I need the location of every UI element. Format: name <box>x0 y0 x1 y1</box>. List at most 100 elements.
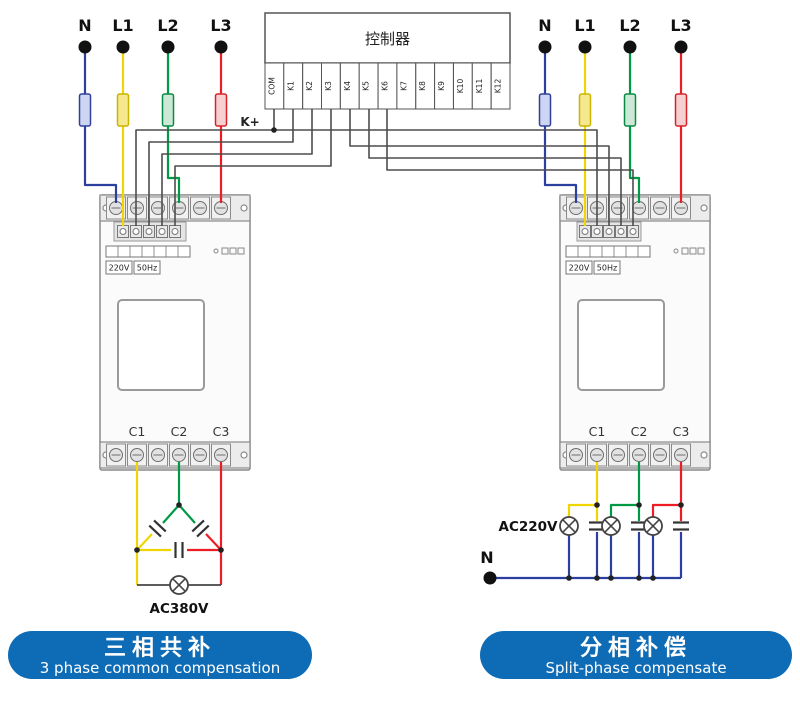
wire-delta-right-upper <box>178 504 196 524</box>
left-supply-label-l3: L3 <box>210 16 231 35</box>
banner-left-pill <box>8 631 312 679</box>
controller-terminal-label: K1 <box>286 81 295 91</box>
fuse-icon <box>78 93 92 127</box>
wire-c3-lamp-branch <box>651 503 681 517</box>
right-module-voltage-box <box>565 260 593 275</box>
terminal-screw <box>608 443 628 467</box>
control-terminal <box>591 225 603 238</box>
right-module-marking-strip <box>565 245 651 258</box>
control-terminal <box>130 225 142 238</box>
ac220v-label: AC220V <box>499 519 559 535</box>
junction-dot <box>636 502 642 508</box>
left-module: 220V 50Hz C1 C2 C3 <box>99 194 251 471</box>
control-terminal <box>169 225 181 238</box>
right-supply: N L1 L2 L3 <box>538 16 692 226</box>
left-supply-label-n: N <box>78 16 91 35</box>
wire-kplus-left <box>135 109 275 226</box>
banner-right-pill <box>480 631 792 679</box>
right-module: 220V 50Hz C1 C2 C3 <box>559 194 711 471</box>
lamp-icon <box>169 575 189 595</box>
controller-terminal-label: K8 <box>418 81 427 91</box>
wire-k5 <box>368 109 622 226</box>
wire-kplus-right <box>274 129 598 226</box>
left-supply: N L1 L2 L3 <box>78 16 232 226</box>
control-terminal <box>615 225 627 238</box>
fuse-icon <box>161 93 175 127</box>
fuse-icon <box>116 93 130 127</box>
k-plus-label: K+ <box>240 115 259 129</box>
junction-dot <box>650 575 656 581</box>
wire-c1-lamp-branch <box>567 503 597 517</box>
terminal-screw <box>190 443 210 467</box>
fuse-icon <box>623 93 637 127</box>
junction-dot <box>608 575 614 581</box>
neutral-dot <box>483 571 497 585</box>
wire-delta-left-upper <box>162 504 180 524</box>
controller: 控制器 COM K1 K2 K3 K4 K5 K6 K7 K8 K9 K10 K… <box>264 12 511 110</box>
right-module-freq-box <box>593 260 621 275</box>
terminal-screw <box>127 196 147 220</box>
lamp-icon <box>643 516 663 536</box>
junction-dot <box>271 127 277 133</box>
left-output-circuit: AC380V <box>134 462 224 617</box>
banner-left: 三相共补 3 phase common compensation <box>8 631 312 679</box>
neutral-label: N <box>480 548 493 567</box>
supply-dot-l2 <box>623 40 637 54</box>
supply-dot-l3 <box>674 40 688 54</box>
left-module-voltage: 220V <box>109 264 130 273</box>
terminal-screw <box>148 443 168 467</box>
right-supply-label-l2: L2 <box>619 16 640 35</box>
junction-dot <box>594 502 600 508</box>
junction-dot <box>566 575 572 581</box>
fuse-icon <box>214 93 228 127</box>
controller-terminal-label: K7 <box>399 81 408 91</box>
supply-dot-l1 <box>116 40 130 54</box>
wire-k1 <box>148 109 294 226</box>
wire-delta-right-lower <box>205 533 222 551</box>
wire-k6 <box>386 109 634 226</box>
right-output-label-c1: C1 <box>589 424 606 439</box>
left-supply-label-l2: L2 <box>157 16 178 35</box>
control-terminal <box>143 225 155 238</box>
right-output-circuit: N AC220V <box>480 462 691 585</box>
supply-dot-n <box>78 40 92 54</box>
banner-right-title-zh: 分相补偿 <box>580 635 692 661</box>
left-output-label-c3: C3 <box>213 424 230 439</box>
terminal-screw <box>650 443 670 467</box>
controller-terminal-label: COM <box>267 77 276 95</box>
wire-k4 <box>349 109 610 226</box>
controller-terminal-label: K2 <box>305 81 314 91</box>
controller-terminal-label: K3 <box>324 81 333 91</box>
right-supply-label-l3: L3 <box>670 16 691 35</box>
left-supply-label-l1: L1 <box>112 16 133 35</box>
terminal-screw <box>650 196 670 220</box>
junction-dot <box>218 547 224 553</box>
junction-dot <box>594 575 600 581</box>
left-output-label-c1: C1 <box>129 424 146 439</box>
left-module-voltage-box <box>105 260 133 275</box>
ac380v-label: AC380V <box>150 601 210 617</box>
left-module-display <box>117 299 205 391</box>
banner-left-title-en: 3 phase common compensation <box>40 659 280 677</box>
control-terminal <box>579 225 591 238</box>
junction-dot <box>678 502 684 508</box>
left-module-marking-strip <box>105 245 191 258</box>
lamp-icon <box>601 516 621 536</box>
wire-c2-lamp-branch <box>609 503 639 517</box>
supply-dot-l2 <box>161 40 175 54</box>
controller-terminal-label: K6 <box>381 81 390 91</box>
junction-dot <box>134 547 140 553</box>
right-module-display <box>577 299 665 391</box>
terminal-screw <box>566 443 586 467</box>
controller-terminal-label: K11 <box>475 79 484 94</box>
supply-dot-l1 <box>578 40 592 54</box>
banner-left-title-zh: 三相共补 <box>104 636 216 661</box>
right-module-voltage: 220V <box>569 264 590 273</box>
supply-dot-l3 <box>214 40 228 54</box>
terminal-screw <box>106 443 126 467</box>
fuse-icon <box>578 93 592 127</box>
left-output-label-c2: C2 <box>171 424 188 439</box>
banner-right: 分相补偿 Split-phase compensate <box>480 631 792 679</box>
